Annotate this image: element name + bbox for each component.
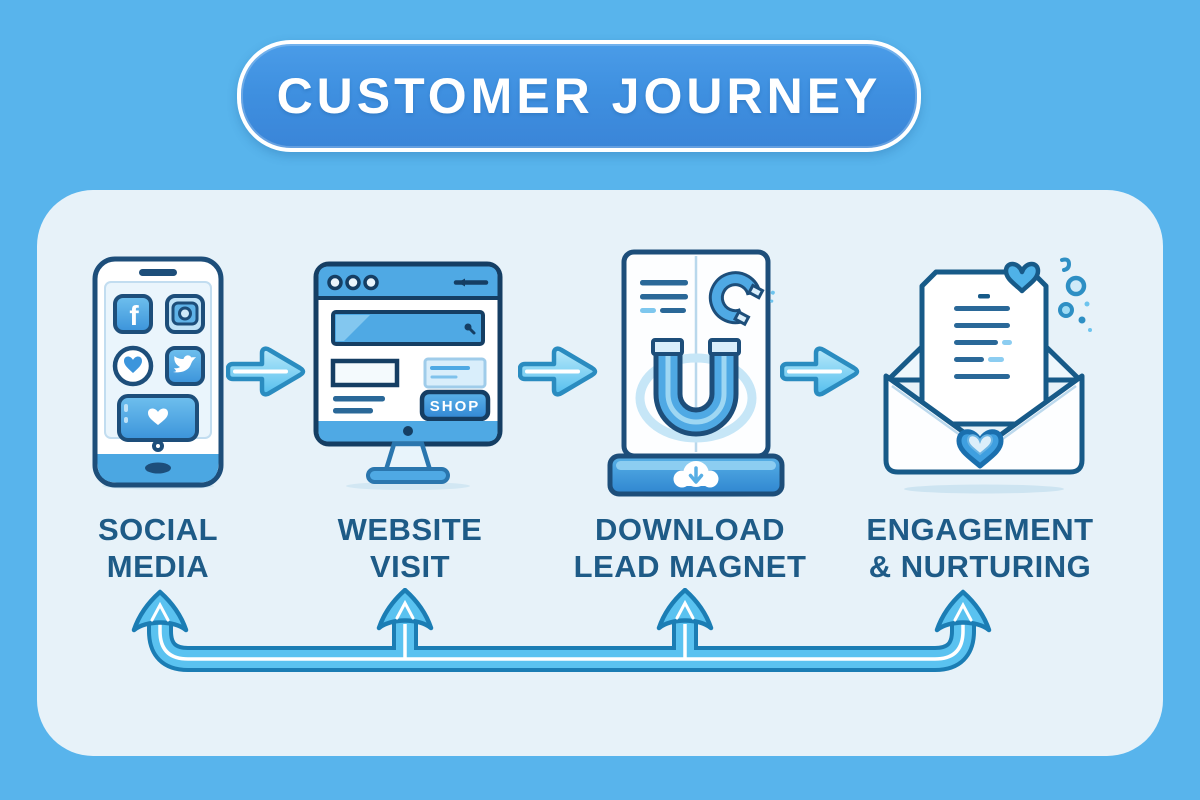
- lead-magnet-document-icon: [607, 249, 785, 498]
- content-box: [330, 358, 400, 388]
- feedback-loop-arrow: [131, 588, 992, 672]
- text-line: [333, 396, 385, 402]
- download-cloud-icon: [673, 461, 719, 488]
- text-line: [640, 294, 688, 300]
- stage-label-social-media: SOCIAL MEDIA: [97, 512, 219, 584]
- bird-icon: [165, 346, 205, 386]
- sparkle-bubbles-icon: [1058, 257, 1092, 332]
- heart-icon: [1003, 261, 1041, 294]
- svg-text:f: f: [129, 300, 139, 331]
- page-title: CUSTOMER JOURNEY: [276, 68, 882, 124]
- stage-label-engagement-nurturing: ENGAGEMENT & NURTURING: [866, 512, 1094, 584]
- text-line: [640, 308, 656, 313]
- smartphone-social-media-icon: f: [92, 256, 224, 490]
- horseshoe-magnet-icon: [651, 338, 741, 437]
- stage-label-download-lead-magnet: DOWNLOAD LEAD MAGNET: [573, 512, 807, 584]
- heart-badge-icon: [956, 429, 1004, 469]
- text-line: [660, 308, 686, 313]
- small-magnet-icon: [708, 271, 775, 327]
- shop-button: SHOP: [419, 389, 491, 422]
- forward-arrow-icon: [780, 346, 860, 397]
- post-card-heart-icon: [117, 394, 199, 442]
- title-banner: CUSTOMER JOURNEY: [237, 40, 921, 152]
- stage-label-website-visit: WEBSITE VISIT: [337, 512, 483, 584]
- letter-page: [919, 269, 1049, 427]
- form-field: [423, 357, 487, 389]
- desktop-monitor-website-icon: SHOP: [313, 261, 503, 490]
- camera-icon: [165, 294, 205, 334]
- heart-like-icon: [112, 345, 154, 387]
- monitor-base: [366, 467, 450, 484]
- window-dots-icon: [327, 274, 379, 291]
- facebook-icon: f: [113, 294, 153, 334]
- feedback-arrowheads: [131, 588, 992, 633]
- monitor-stand: [382, 441, 434, 473]
- text-line: [640, 280, 688, 286]
- text-line: [333, 408, 373, 414]
- forward-arrow-icon: [518, 346, 598, 397]
- download-tray: [607, 453, 785, 497]
- hero-banner: [331, 310, 485, 346]
- svg-text:SHOP: SHOP: [430, 398, 481, 415]
- forward-arrow-icon: [226, 346, 306, 397]
- envelope-engagement-icon: [883, 257, 1092, 494]
- address-bar-dash-icon: [453, 278, 489, 287]
